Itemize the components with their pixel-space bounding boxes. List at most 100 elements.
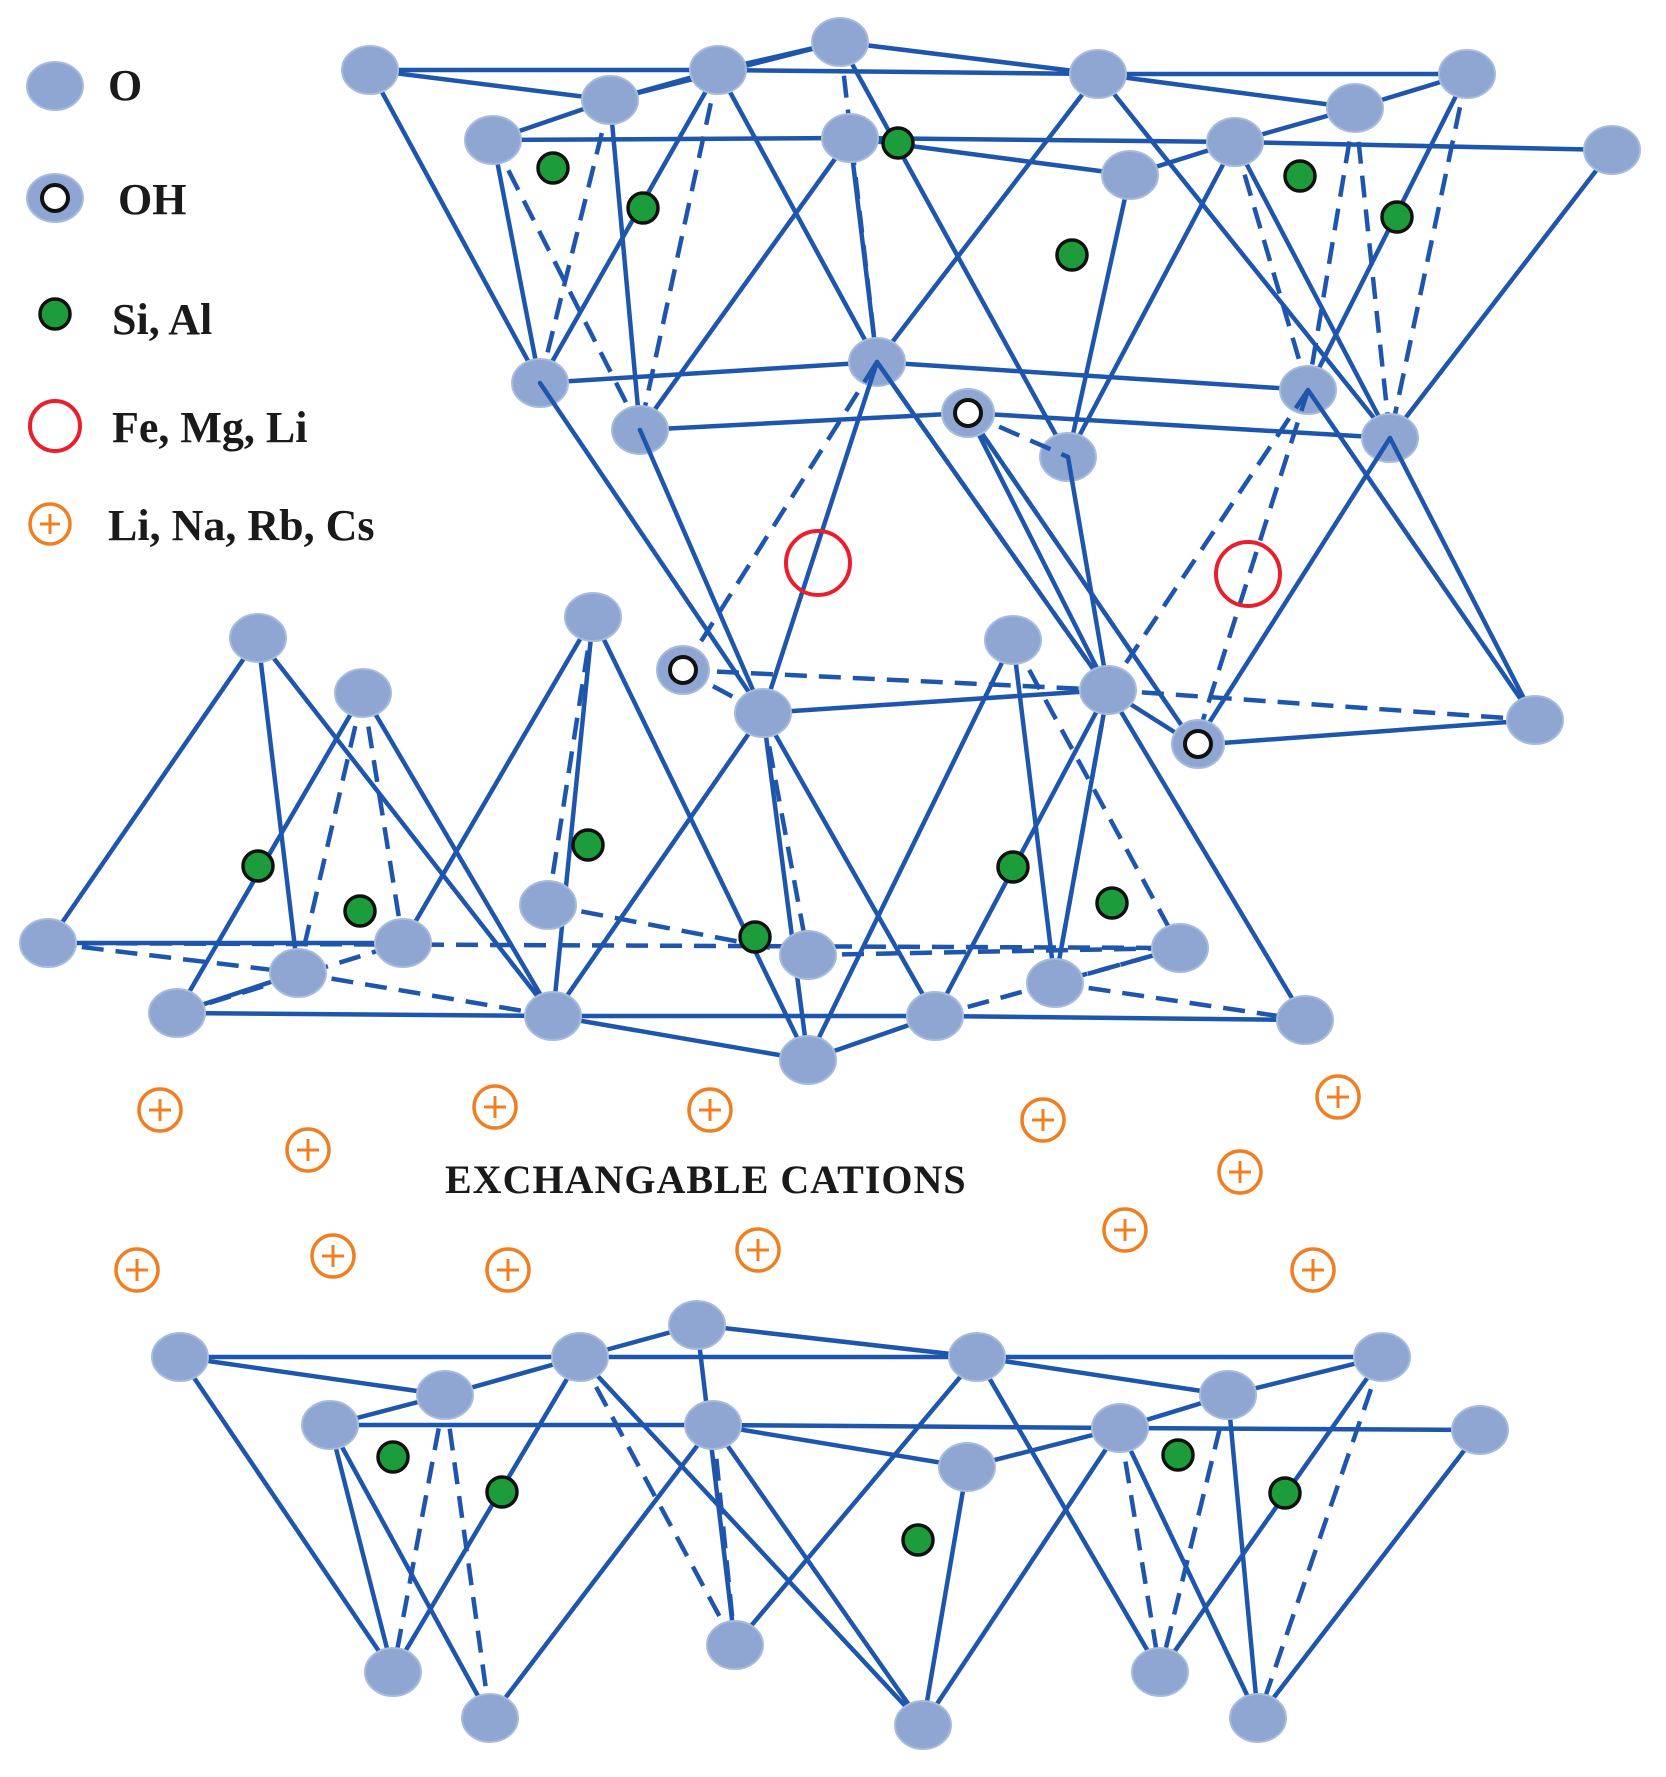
- oxygen-atom: [151, 1332, 209, 1382]
- si-al-atom: [376, 1440, 410, 1474]
- oxygen-atom: [734, 688, 792, 738]
- oxygen-atom: [668, 1300, 726, 1350]
- oxygen-atom: [519, 880, 577, 930]
- oxygen-atom: [706, 1620, 764, 1670]
- oxygen-atom: [229, 613, 287, 663]
- exchangeable-cation: [1217, 1149, 1263, 1195]
- oxygen-atom: [374, 918, 432, 968]
- oxygen-atom: [894, 1700, 952, 1750]
- si-al-atom: [1283, 159, 1317, 193]
- oxygen-atom: [1451, 1405, 1509, 1455]
- middle-sheet-si-al: [241, 828, 1129, 954]
- octahedral-cations: [784, 529, 1282, 608]
- exchangeable-cation: [1020, 1097, 1066, 1143]
- oxygen-atom: [948, 1332, 1006, 1382]
- hydroxyl-atom: [656, 645, 710, 695]
- exchangeable-cation: [114, 1247, 160, 1293]
- oxygen-atom: [906, 991, 964, 1041]
- si-al-atom: [571, 828, 605, 862]
- si-al-atom: [1095, 886, 1129, 920]
- middle-sheet-oxygens: [19, 592, 1564, 1085]
- exchangeable-cation: [285, 1127, 331, 1173]
- fe-mg-li-legend-icon: [28, 399, 82, 453]
- si-al-atom: [1380, 200, 1414, 234]
- top-sheet-si-al: [536, 126, 1414, 272]
- oxygen-atom: [1438, 49, 1496, 99]
- exchangeable-cation: [472, 1084, 518, 1130]
- oxygen-atom: [461, 1693, 519, 1743]
- si-al-atom: [343, 894, 377, 928]
- exchangeable-cation: [1102, 1207, 1148, 1253]
- exchangeable-cation: [137, 1087, 183, 1133]
- oxygen-atom: [1026, 958, 1084, 1008]
- oxygen-atom: [684, 1400, 742, 1450]
- oxygen-atom: [1353, 1332, 1411, 1382]
- oxygen-atom: [1091, 1403, 1149, 1453]
- oxygen-atom: [269, 948, 327, 998]
- legend-label-octahedral-cation: Fe, Mg, Li: [112, 403, 308, 452]
- oxygen-atom: [416, 1370, 474, 1420]
- oxygen-atom: [334, 668, 392, 718]
- exchangeable-cation: [310, 1233, 356, 1279]
- oxygen-atom: [779, 1035, 837, 1085]
- exchangeable-cation: [485, 1247, 531, 1293]
- octahedral-bonds: [537, 359, 1538, 748]
- oxygen-atom: [1199, 1370, 1257, 1420]
- legend: O OH Si, Al Fe, Mg, Li Li, Na, Rb, Cs: [26, 61, 375, 550]
- fe-mg-li-atom: [784, 529, 852, 597]
- middle-tetrahedral-sheet: [19, 592, 1564, 1085]
- oxygen-atom: [984, 615, 1042, 665]
- legend-item-tetrahedral-cation: Si, Al: [38, 295, 212, 344]
- si-al-atom: [881, 126, 915, 160]
- oxygen-atom: [821, 113, 879, 163]
- oxygen-atom: [938, 1442, 996, 1492]
- top-tetrahedral-sheet: [341, 17, 1641, 482]
- oxygen-atom: [19, 918, 77, 968]
- si-al-atom: [1055, 238, 1089, 272]
- legend-label-hydroxyl: OH: [118, 175, 186, 224]
- oxygen-atom: [581, 75, 639, 125]
- oxygen-atom: [811, 17, 869, 67]
- legend-item-interlayer-cation: Li, Na, Rb, Cs: [28, 501, 375, 550]
- exchangeable-cation: [1315, 1074, 1361, 1120]
- oxygen-atom: [341, 45, 399, 95]
- exchangeable-cation: [735, 1227, 781, 1273]
- si-al-atom: [1268, 1476, 1302, 1510]
- oxygen-atom: [1276, 995, 1334, 1045]
- oxygen-atom: [1069, 49, 1127, 99]
- oxygen-atom: [689, 45, 747, 95]
- oxygen-atom: [148, 988, 206, 1038]
- oxygen-atom: [1079, 665, 1137, 715]
- exchangeable-cations-label: EXCHANGABLE CATIONS: [445, 1157, 967, 1202]
- hydroxyl-groups: [656, 388, 1225, 769]
- legend-label-tetrahedral-cation: Si, Al: [112, 295, 212, 344]
- oxygen-atom: [551, 1332, 609, 1382]
- oxygen-atom: [301, 1400, 359, 1450]
- si-al-atom: [996, 850, 1030, 884]
- oxygen-atom: [564, 592, 622, 642]
- legend-item-octahedral-cation: Fe, Mg, Li: [28, 399, 308, 453]
- si-al-atom: [536, 151, 570, 185]
- bottom-sheet-oxygens: [151, 1300, 1509, 1750]
- oxygen-atom: [464, 115, 522, 165]
- exchangeable-cation: [687, 1087, 733, 1133]
- si-al-atom: [901, 1523, 935, 1557]
- si-al-atom: [738, 920, 772, 954]
- si-al-atom: [485, 1475, 519, 1509]
- oxygen-atom: [1583, 125, 1641, 175]
- oxygen-atom: [779, 930, 837, 980]
- oxygen-atom: [1506, 695, 1564, 745]
- oxygen-atom: [364, 1647, 422, 1697]
- si-al-legend-icon: [38, 297, 72, 331]
- oxygen-atom: [1101, 150, 1159, 200]
- interlayer-cations: [114, 1074, 1361, 1293]
- oxygen-legend-icon: [26, 61, 84, 111]
- fe-mg-li-atom: [1214, 540, 1282, 608]
- oxygen-atom: [1229, 1693, 1287, 1743]
- oxygen-atom: [524, 991, 582, 1041]
- legend-item-oxygen: O: [26, 61, 142, 111]
- bottom-sheet-bonds: [177, 1322, 1483, 1728]
- si-al-atom: [626, 191, 660, 225]
- si-al-atom: [1161, 1438, 1195, 1472]
